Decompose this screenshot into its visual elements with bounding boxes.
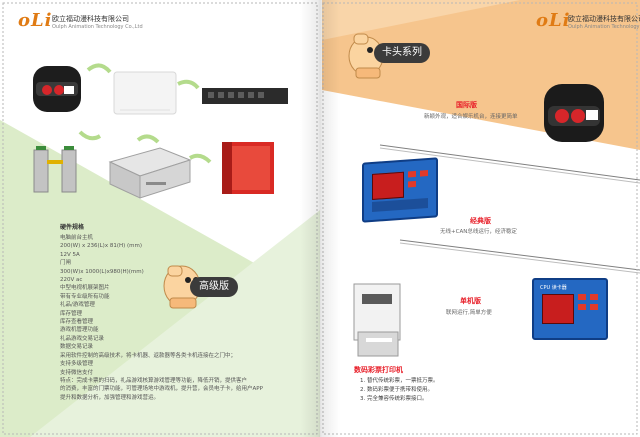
spec-line: 带有专业级所有功能	[60, 293, 110, 300]
company-name-en-right: Oulph Animation Technology Co.,Ltd	[568, 24, 640, 30]
single-button-3	[590, 294, 598, 300]
company-logo: oLi	[18, 10, 53, 31]
green-band-light	[30, 210, 320, 437]
right-header: oLi	[536, 10, 571, 31]
divider-line-2	[399, 239, 640, 271]
company-name-cn-right: 欧立福动漫科技有限公司	[568, 15, 640, 23]
classic-button-1	[408, 170, 416, 178]
left-header: oLi	[18, 10, 53, 31]
spec-line: 220V ac	[60, 277, 83, 284]
thumbs-up-icon	[163, 265, 201, 309]
specs-title: 硬件规格	[60, 224, 85, 231]
spec-line: 游戏机管理功能	[60, 327, 99, 334]
spec-line: 库存查看管理	[60, 319, 94, 326]
ticket-printer-device	[353, 283, 401, 357]
card-series-badge: 卡头系列	[374, 43, 430, 63]
card-reader-device	[33, 66, 81, 112]
left-devices	[33, 63, 288, 199]
advanced-badge: 高级版	[190, 277, 238, 297]
spec-line: 提升和数据分析，加强管理和游戏营运。	[60, 394, 160, 401]
company-logo-right: oLi	[536, 10, 571, 31]
printer-features: 1. 替代传统彩票，一票抵万票。 2. 数码彩票便于携带和使用。 3. 完全兼容传统…	[360, 377, 439, 404]
spec-line: 的消费，丰富的门票功能，可管理场地中游戏机，提升营，会员电子卡，给用户APP	[60, 386, 263, 393]
divider-line-1b	[379, 147, 640, 184]
spec-line: 数据交易记录	[60, 344, 94, 351]
spec-line: 12V 5A	[60, 251, 80, 258]
network-switch	[202, 88, 288, 104]
right-page-frame	[322, 2, 638, 435]
classic-device	[362, 157, 438, 223]
orange-band-light	[322, 0, 520, 40]
wireless-router	[113, 71, 177, 115]
spec-line: 特点：完成卡票的扫码，礼品游戏核算游戏管理等功能，降低开销，提供客户	[60, 377, 248, 384]
divider-line-1	[379, 144, 640, 181]
printer-title: 数码彩票打印机	[354, 366, 403, 374]
spec-line: 支持微信支付	[60, 369, 94, 376]
turnstile-gates	[33, 146, 77, 193]
specs-block: 硬件规格 电脑前台主机 200(W) x 236(L)x 81(H) (mm)12…	[60, 222, 263, 402]
spec-line: 库存管理	[60, 310, 83, 317]
single-button-2	[578, 304, 586, 310]
company-name-en: Oulph Animation Technology Co.,Ltd	[52, 24, 143, 30]
intl-desc: 新颖外观，适合娱乐机台，连接更简单	[424, 114, 518, 120]
arrow-1	[86, 63, 112, 74]
host-computer-box	[108, 147, 192, 199]
single-device-screen	[542, 294, 574, 324]
classic-title: 经典版	[470, 217, 491, 225]
printer-feature-item: 1. 替代传统彩票，一票抵万票。	[360, 378, 439, 384]
spec-line: 中型电视机展架图片	[60, 285, 110, 292]
spec-line: 礼品/游戏管理	[60, 302, 95, 309]
divider-line-2b	[399, 242, 640, 274]
arrow-3	[78, 130, 102, 141]
specs-list: 电脑前台主机 200(W) x 236(L)x 81(H) (mm)12V 5A 门…	[60, 234, 263, 402]
printer-feature-item: 2. 数码彩票便于携带和使用。	[360, 387, 433, 393]
red-cabinet	[222, 142, 274, 194]
classic-label-strip	[372, 198, 428, 212]
printer-feature-item: 3. 完全兼容传统彩票接口。	[360, 396, 428, 402]
left-page-frame	[2, 2, 318, 435]
spec-line: 门闸	[60, 260, 72, 267]
single-device: CPU 读卡器	[532, 278, 608, 340]
single-button-4	[590, 304, 598, 310]
intl-title: 国际版	[456, 101, 477, 109]
classic-device-screen	[372, 171, 404, 200]
spec-line: 支持多级管理	[60, 361, 94, 368]
spec-line: 300(W)x 1000(L)x980(H)(mm)	[60, 268, 144, 275]
single-desc: 联网运行,简单方便	[446, 310, 492, 316]
right-company: 欧立福动漫科技有限公司 Oulph Animation Technology C…	[568, 14, 640, 30]
intl-card-reader	[544, 84, 604, 142]
spec-line: 200(W) x 236(L)x 81(H) (mm)	[60, 243, 143, 250]
spec-line: 电脑前台主机	[60, 235, 94, 241]
classic-button-2	[408, 180, 416, 188]
arrow-4	[136, 134, 160, 144]
left-company: 欧立福动漫科技有限公司 Oulph Animation Technology C…	[52, 14, 143, 30]
spec-line: 礼品游戏交易记录	[60, 335, 105, 342]
classic-button-3	[420, 170, 428, 177]
page-fold	[300, 0, 340, 437]
spec-line: 采用软件控制的高级技术，将卡机器、返款器等各类卡机连接在之门中；	[60, 352, 237, 359]
single-device-label: CPU 读卡器	[540, 285, 567, 291]
classic-desc: 无线+CAN总线运行，经济稳定	[440, 229, 517, 235]
arrow-5	[188, 153, 212, 164]
company-name-cn: 欧立福动漫科技有限公司	[52, 15, 129, 23]
single-button-1	[578, 294, 586, 300]
single-title: 单机版	[460, 297, 481, 305]
arrow-2	[177, 79, 200, 90]
